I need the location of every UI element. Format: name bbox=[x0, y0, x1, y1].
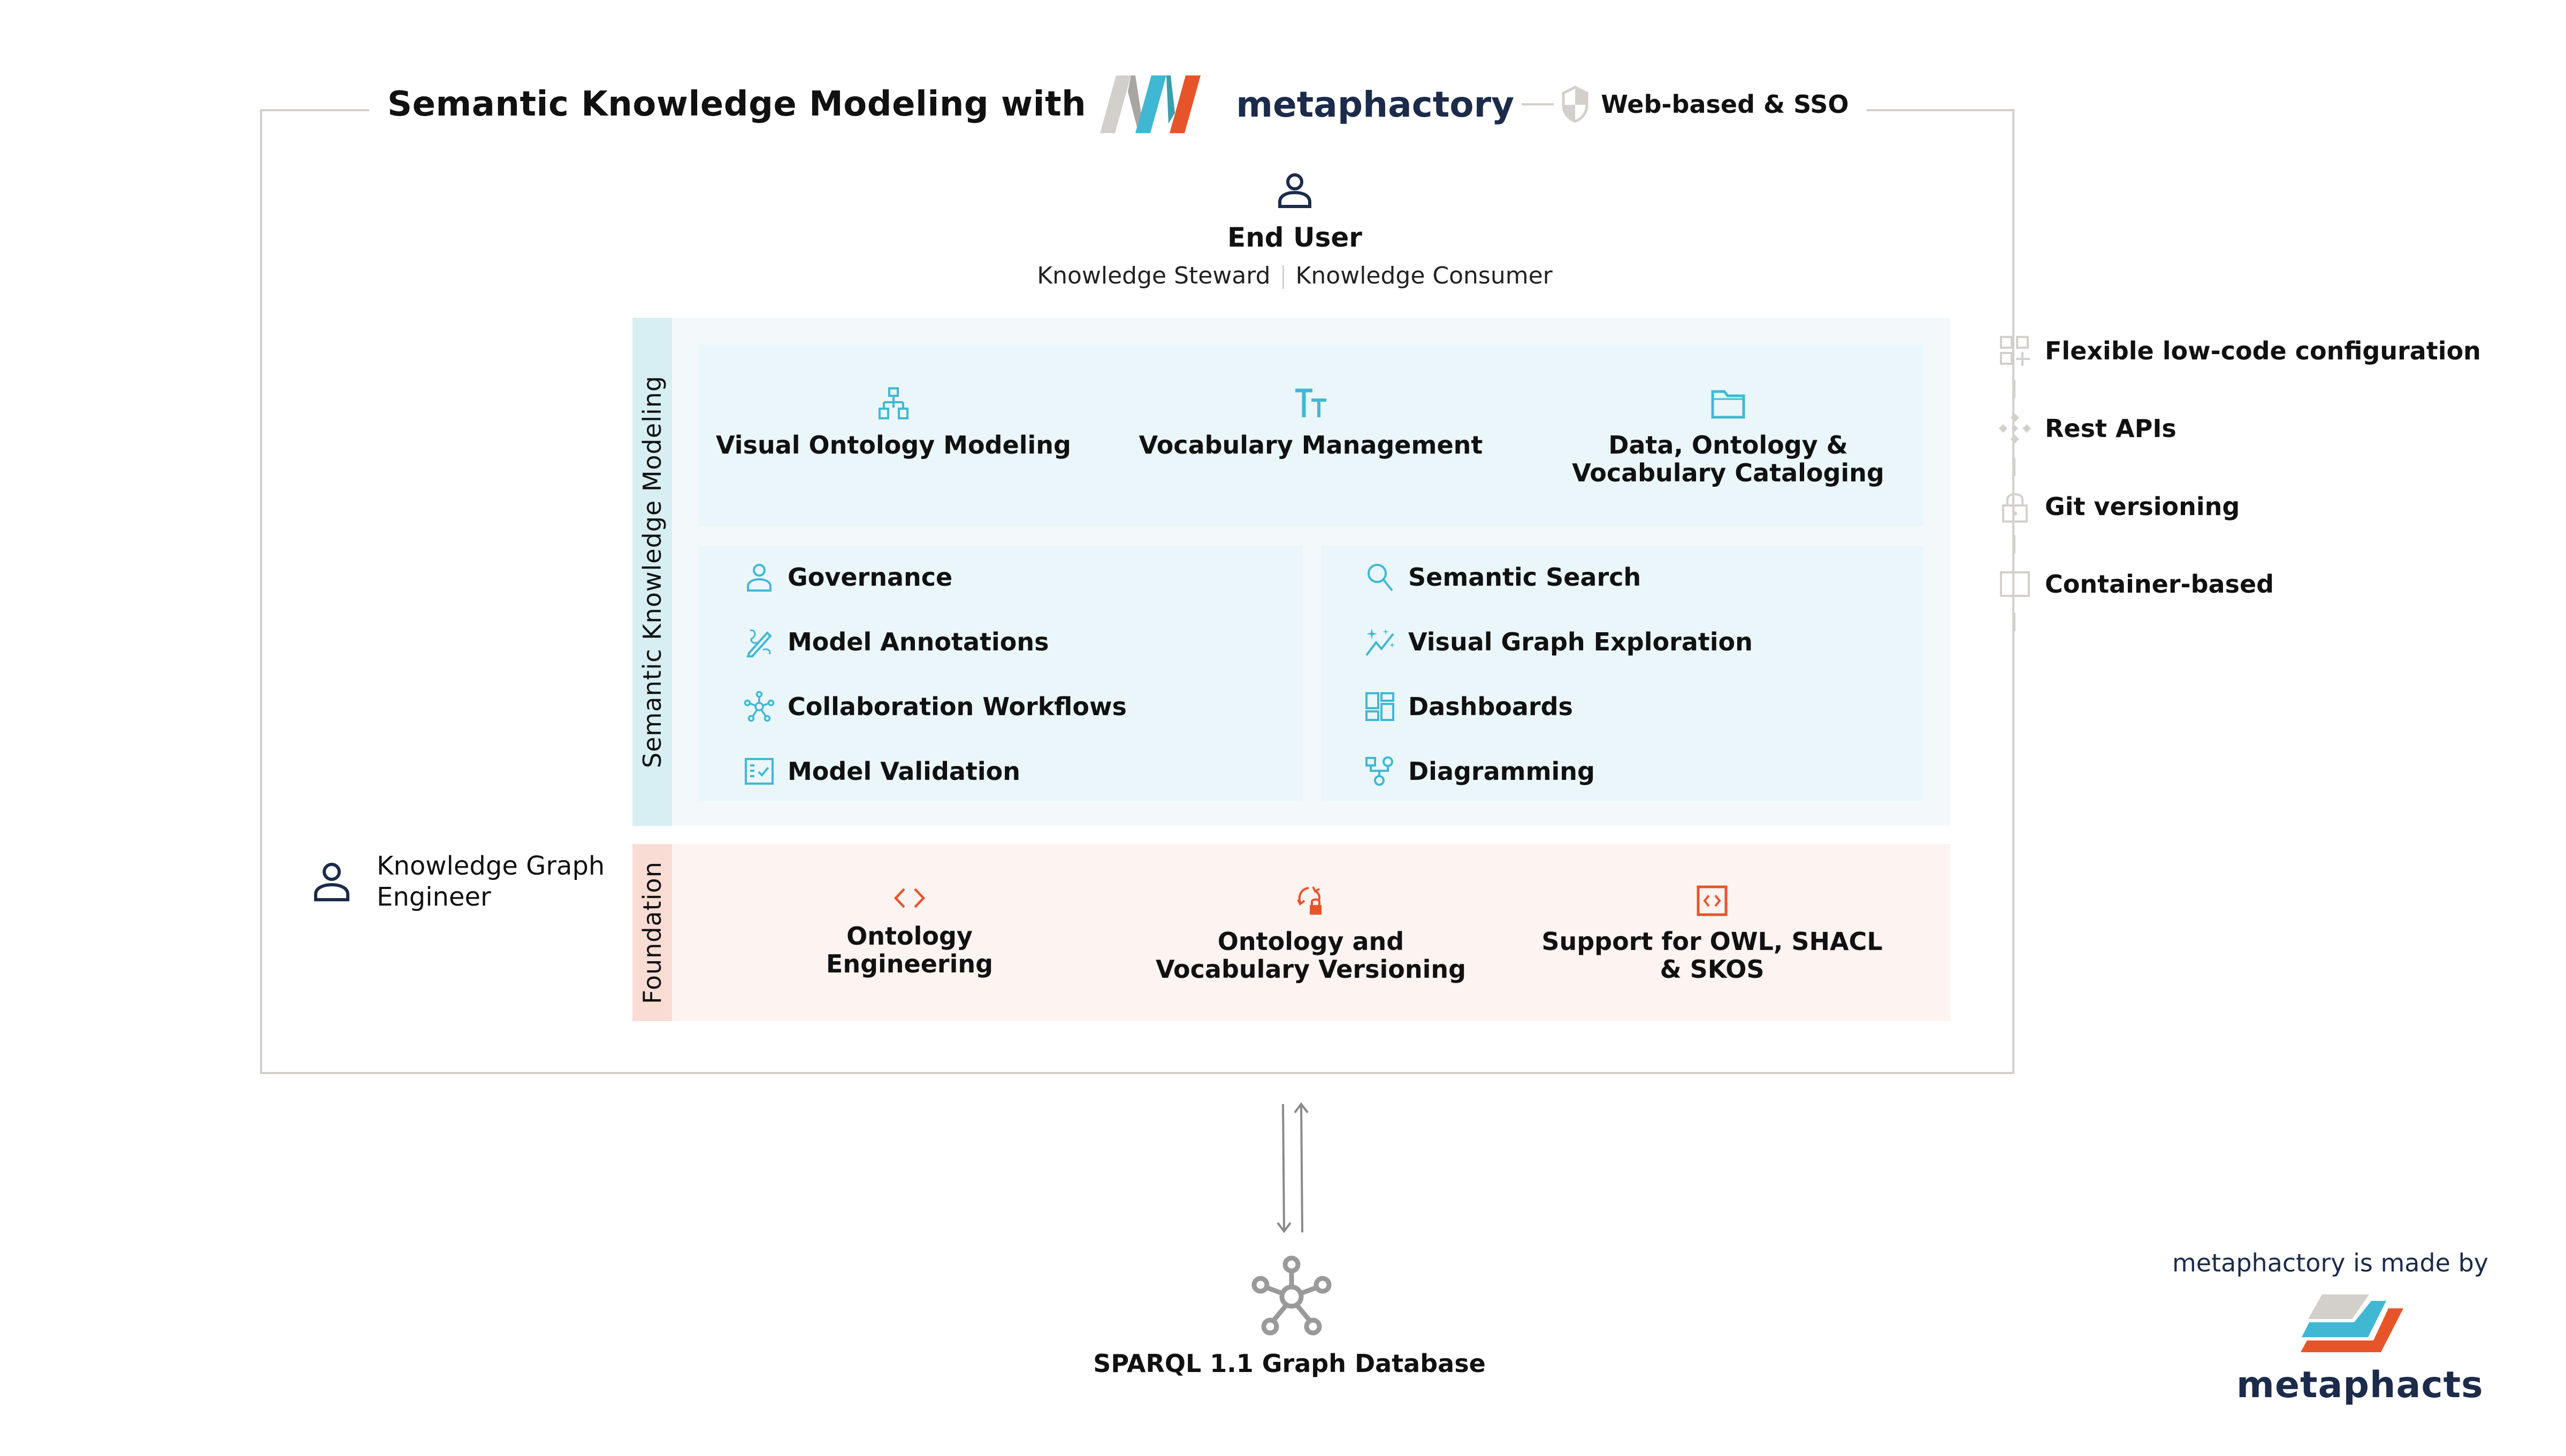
feature-label: Visual Ontology Modeling bbox=[716, 431, 1071, 459]
side-connector bbox=[2013, 458, 2015, 476]
side-connector bbox=[2013, 535, 2015, 554]
folder-icon bbox=[1711, 390, 1745, 419]
hierarchy-icon bbox=[879, 387, 908, 419]
list-item-model-validation: Model Validation bbox=[744, 756, 1020, 787]
web-sso-badge: Web-based & SSO bbox=[1601, 90, 1849, 119]
side-feature-label: Rest APIs bbox=[2045, 414, 2176, 443]
feature-label: Support for OWL, SHACL bbox=[1541, 927, 1883, 956]
side-feature-container: Container-based bbox=[1999, 568, 2274, 600]
side-connector bbox=[2013, 380, 2015, 398]
side-feature-label: Git versioning bbox=[2045, 492, 2240, 521]
list-item-dashboards: Dashboards bbox=[1364, 691, 1573, 722]
container-icon bbox=[2000, 571, 2030, 597]
sync-lock-icon bbox=[1297, 886, 1322, 915]
list-item-label: Semantic Search bbox=[1408, 563, 1641, 592]
code-brackets-icon bbox=[893, 888, 926, 908]
kg-engineer-label: Knowledge Graph Engineer bbox=[377, 850, 605, 913]
feature-ontology-engineering: Ontology Engineering bbox=[728, 885, 1091, 978]
sparkle-graph-icon bbox=[1365, 629, 1395, 656]
graph-database-icon bbox=[1251, 1255, 1332, 1336]
divider bbox=[1522, 103, 1554, 105]
list-item-label: Dashboards bbox=[1408, 692, 1573, 721]
foundation-label: Foundation bbox=[638, 861, 667, 1004]
skm-section-label: Semantic Knowledge Modeling bbox=[638, 375, 667, 769]
header: Semantic Knowledge Modeling with metapha… bbox=[369, 70, 1867, 139]
side-feature-label: Container-based bbox=[2045, 570, 2274, 599]
foundation-section bbox=[632, 844, 1950, 1021]
code-file-icon bbox=[1697, 885, 1728, 916]
skm-right-card bbox=[1321, 546, 1923, 801]
search-icon bbox=[1368, 564, 1393, 592]
text-size-icon bbox=[1295, 388, 1326, 417]
user-icon bbox=[747, 564, 772, 592]
feature-visual-ontology-modeling: Visual Ontology Modeling bbox=[712, 387, 1075, 459]
end-user-roles: Knowledge Steward Knowledge Consumer bbox=[910, 262, 1680, 289]
made-by-text: metaphactory is made by bbox=[2172, 1248, 2489, 1277]
side-connector bbox=[2013, 613, 2015, 631]
side-feature-label: Flexible low-code configuration bbox=[2045, 336, 2481, 365]
feature-owl-shacl-skos: Support for OWL, SHACL & SKOS bbox=[1530, 885, 1894, 983]
foundation-label-strip bbox=[632, 844, 672, 1021]
feature-cataloging: Data, Ontology & Vocabulary Cataloging bbox=[1546, 387, 1910, 487]
side-feature-low-code: Flexible low-code configuration bbox=[1999, 335, 2481, 367]
end-user-title: End User bbox=[1227, 222, 1362, 253]
company-name: metaphacts bbox=[2236, 1364, 2484, 1406]
list-item-label: Model Validation bbox=[788, 757, 1021, 786]
feature-label: Engineering bbox=[826, 949, 994, 978]
feature-label: Data, Ontology & bbox=[1608, 431, 1848, 459]
feature-label: Vocabulary Management bbox=[1139, 431, 1483, 459]
skm-label-strip bbox=[632, 318, 672, 826]
network-icon bbox=[744, 691, 775, 722]
checklist-icon bbox=[745, 758, 774, 785]
list-item-label: Diagramming bbox=[1408, 757, 1595, 786]
feature-versioning: Ontology and Vocabulary Versioning bbox=[1129, 885, 1493, 983]
role-separator bbox=[1282, 265, 1284, 289]
page-title: Semantic Knowledge Modeling with bbox=[387, 85, 1087, 124]
skm-left-card bbox=[699, 546, 1303, 801]
dashboard-icon bbox=[1365, 692, 1394, 721]
list-item-visual-graph-exploration: Visual Graph Exploration bbox=[1364, 626, 1753, 657]
engineer-user-icon bbox=[314, 863, 349, 901]
user-icon bbox=[1278, 173, 1311, 208]
role-knowledge-steward: Knowledge Steward bbox=[1037, 262, 1271, 289]
list-item-governance: Governance bbox=[744, 562, 952, 593]
feature-label: & SKOS bbox=[1660, 955, 1765, 984]
list-item-label: Governance bbox=[788, 563, 953, 592]
list-item-model-annotations: Model Annotations bbox=[744, 626, 1049, 657]
side-feature-git-versioning: Git versioning bbox=[1999, 491, 2240, 523]
role-knowledge-consumer: Knowledge Consumer bbox=[1295, 262, 1553, 289]
kg-engineer-line: Engineer bbox=[377, 882, 491, 912]
brand-name: metaphactory bbox=[1236, 83, 1515, 125]
shield-icon bbox=[1562, 86, 1589, 123]
skm-top-card bbox=[699, 344, 1923, 526]
api-diamonds-icon bbox=[1999, 413, 2031, 443]
side-feature-rest-apis: Rest APIs bbox=[1999, 412, 2176, 445]
feature-vocabulary-management: Vocabulary Management bbox=[1129, 387, 1493, 459]
grid-add-icon bbox=[2000, 336, 2030, 366]
lock-icon bbox=[2002, 493, 2028, 523]
feature-label: Vocabulary Versioning bbox=[1155, 955, 1467, 984]
metaphactory-logo-icon bbox=[1100, 75, 1201, 133]
list-item-diagramming: Diagramming bbox=[1364, 756, 1595, 787]
metaphacts-logo-icon bbox=[2301, 1294, 2403, 1352]
list-item-label: Visual Graph Exploration bbox=[1408, 627, 1753, 656]
bidirectional-arrows-icon bbox=[1277, 1102, 1309, 1233]
feature-label: Ontology bbox=[846, 922, 973, 951]
diagram-icon bbox=[1365, 756, 1393, 786]
list-item-semantic-search: Semantic Search bbox=[1364, 562, 1641, 593]
feature-label: Ontology and bbox=[1217, 927, 1404, 956]
list-item-label: Model Annotations bbox=[788, 627, 1049, 656]
list-item-collaboration-workflows: Collaboration Workflows bbox=[744, 691, 1127, 722]
kg-engineer-line: Knowledge Graph bbox=[377, 851, 605, 881]
annotation-pen-icon bbox=[746, 629, 772, 657]
feature-label: Vocabulary Cataloging bbox=[1572, 458, 1884, 487]
list-item-label: Collaboration Workflows bbox=[788, 692, 1127, 721]
database-label: SPARQL 1.1 Graph Database bbox=[1093, 1349, 1486, 1378]
